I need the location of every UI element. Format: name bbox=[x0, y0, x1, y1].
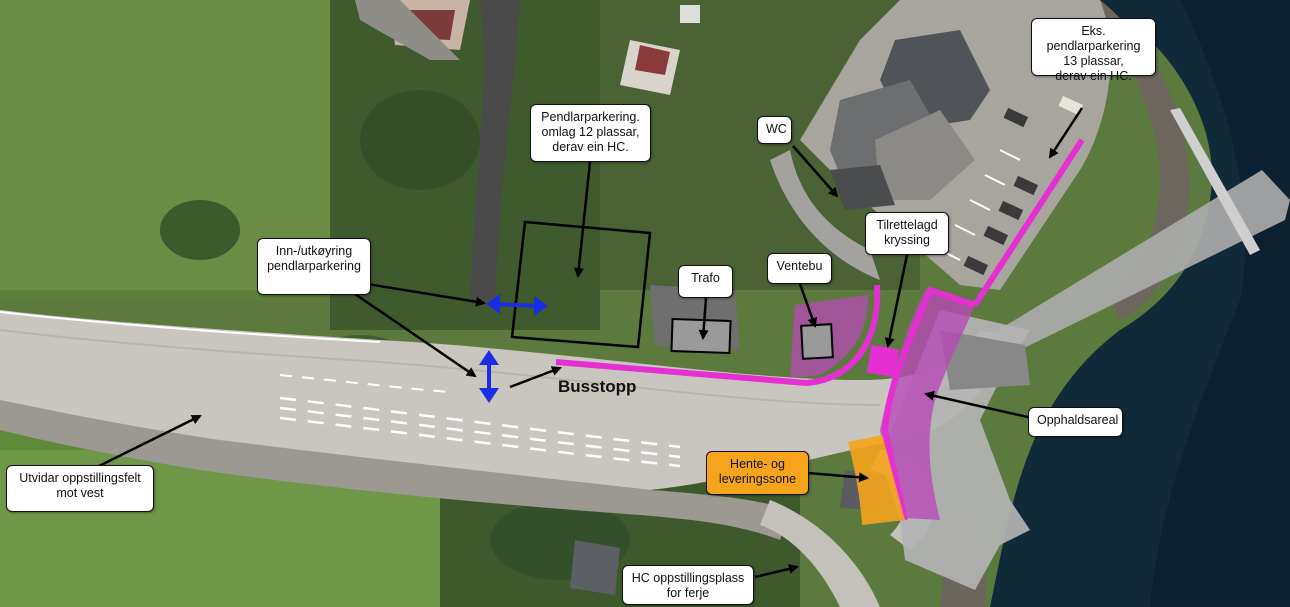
label-utvidar-oppstillingsfelt: Utvidar oppstillingsfelt mot vest bbox=[6, 465, 154, 512]
label-ventebu: Ventebu bbox=[767, 253, 832, 284]
label-eks-pendlarparkering: Eks. pendlarparkering 13 plassar, derav … bbox=[1031, 18, 1156, 83]
label-wc: WC bbox=[757, 116, 792, 144]
label-hente-og-leveringssone: Hente- og leveringssone bbox=[706, 451, 809, 495]
label-opphaldsareal: Opphaldsareal bbox=[1028, 407, 1123, 437]
label-pendlarparkering-new: Pendlarparkering. omlag 12 plassar, dera… bbox=[530, 104, 651, 162]
label-hc-oppstillingsplass: HC oppstillingsplass for ferje bbox=[622, 565, 754, 605]
label-busstopp: Busstopp bbox=[558, 377, 637, 396]
label-inn-utkoyring: Inn-/utkøyring pendlarparkering bbox=[257, 238, 371, 295]
label-trafo: Trafo bbox=[678, 265, 733, 298]
label-tilrettelagd-kryssing: Tilrettelagd kryssing bbox=[865, 212, 949, 255]
